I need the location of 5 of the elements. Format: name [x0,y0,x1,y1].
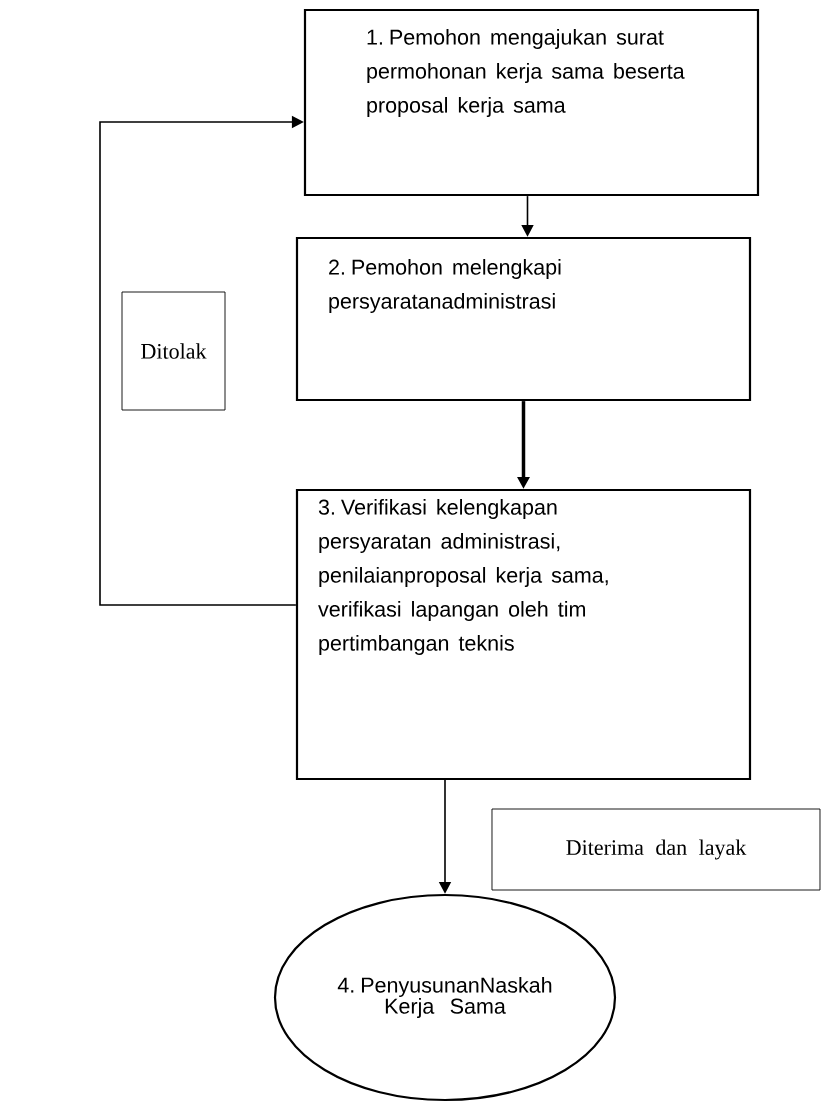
label-box: Ditolak [121,291,226,411]
process-box: 1. Pemohon mengajukan surat permohonan kerja sama beserta proposal kerja sama [303,8,760,197]
process-box: 2. Pemohon melengkapi persyaratanadministrasi [295,236,752,402]
label-box: Diterima dan layak [491,808,821,891]
process-box: 3. Verifikasi kelengkapan persyaratan administrasi, penilaianproposal kerja sama, verifikasi lapangan oleh tim pertimbangan teknis [295,488,752,781]
